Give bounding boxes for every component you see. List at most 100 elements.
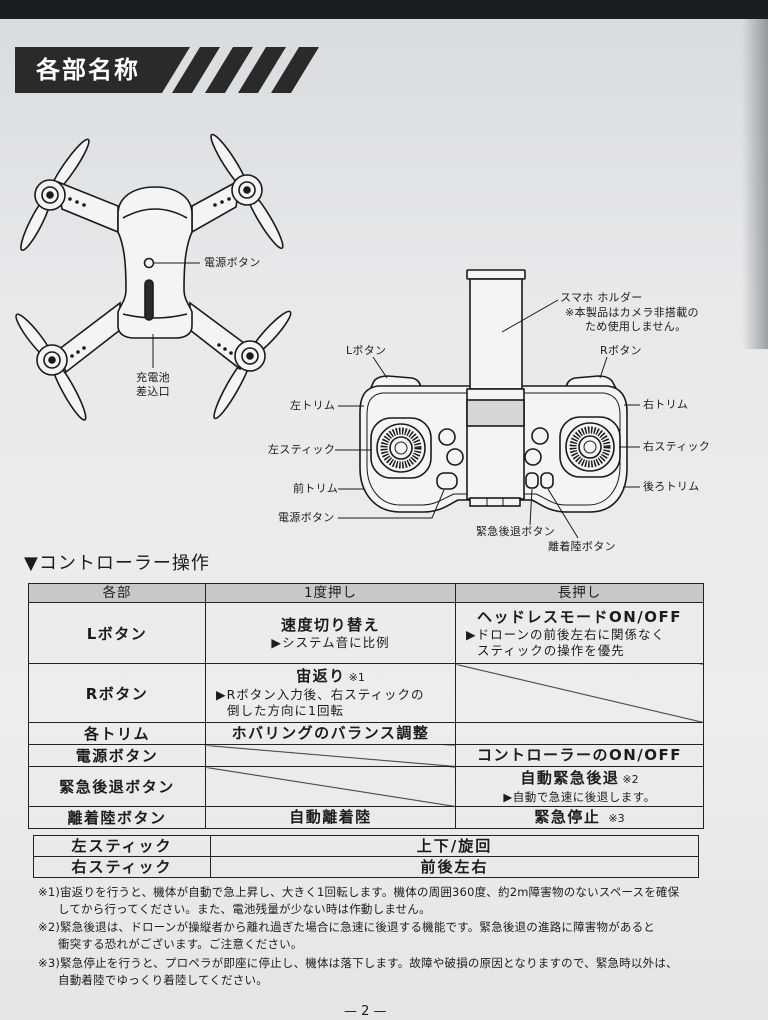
phone-holder-note: ※本製品はカメラ非搭載の	[565, 306, 699, 319]
header-short-press: 1度押し	[205, 583, 456, 603]
motor-pod	[234, 340, 266, 372]
row-label: 電源ボタン	[28, 744, 206, 767]
not-applicable-cell	[205, 766, 456, 807]
page-title: 各部名称	[36, 56, 140, 84]
cell-note: ▶ドローンの前後左右に関係なく	[466, 626, 665, 642]
cell-main: 自動緊急後退※2	[520, 768, 639, 787]
table-row: 右スティック 前後左右	[33, 856, 699, 878]
cell-note: ▶Rボタン入力後、右スティックの	[216, 687, 425, 702]
phone-holder-label: スマホ ホルダー	[560, 291, 643, 304]
long-press-cell: 自動緊急後退※2 ▶自動で急速に後退します。	[455, 766, 704, 807]
cell-main: 緊急停止※3	[534, 807, 625, 826]
cell-main: コントローラーのON/OFF	[476, 746, 683, 764]
row-label: 右スティック	[33, 856, 211, 878]
l-button-label: Lボタン	[346, 344, 387, 357]
stick-function: 前後左右	[210, 856, 699, 878]
diagram-artwork	[15, 47, 640, 539]
battery-slot-label: 差込口	[136, 385, 170, 398]
takeoff-landing-button-label: 離着陸ボタン	[548, 540, 616, 553]
battery-slot	[144, 279, 154, 321]
cell-note: スティックの操作を優先	[477, 642, 625, 658]
banner-stripe	[205, 47, 253, 93]
footnote-line: 衝突する恐れがございます。ご注意ください。	[58, 937, 303, 951]
cell-note: ▶自動で急速に後退します。	[503, 789, 656, 804]
footnote-ref: ※2	[622, 772, 639, 786]
controller-diagram	[335, 269, 640, 539]
drone-arm	[57, 180, 119, 234]
table-row: 離着陸ボタン 自動離着陸 緊急停止※3	[28, 806, 704, 829]
header-part: 各部	[28, 583, 206, 603]
header-long-press: 長押し	[455, 583, 704, 603]
emergency-back-button-label: 緊急後退ボタン	[476, 525, 556, 538]
table-row: 左スティック 上下/旋回	[33, 835, 699, 857]
short-press-cell: 速度切り替え ▶システム音に比例	[205, 602, 456, 664]
row-label: 各トリム	[28, 722, 206, 745]
front-trim-button	[446, 448, 464, 466]
phone-holder-cap	[466, 269, 526, 280]
phone-holder-arm	[469, 278, 523, 390]
not-applicable-cell	[205, 744, 456, 767]
footnote: ※2)緊急後退は、ドローンが操縦者から離れ過ぎた場合に急速に後退する機能です。緊…	[38, 919, 750, 953]
long-press-cell: 緊急停止※3	[455, 806, 704, 829]
left-trim-label: 左トリム	[290, 399, 336, 412]
motor-pod	[36, 344, 68, 376]
controller-power-button-label: 電源ボタン	[278, 511, 335, 524]
cell-note: ▶システム音に比例	[271, 634, 390, 650]
short-press-cell: ホバリングのバランス調整	[205, 722, 456, 745]
table-header-row: 各部 1度押し 長押し	[28, 583, 704, 603]
footnote-line: ※3)緊急停止を行うと、プロペラが即座に停止し、機体は落下します。故障や破損の原…	[38, 956, 678, 970]
banner-stripe	[271, 47, 319, 93]
table-row: Rボタン 宙返り※1 ▶Rボタン入力後、右スティックの 倒した方向に1回転	[28, 663, 704, 723]
controller-operations-table: 各部 1度押し 長押し Lボタン 速度切り替え ▶システム音に比例 ヘッドレスモ…	[28, 583, 704, 829]
cell-main: 速度切り替え	[280, 615, 380, 634]
footnote-ref: ※1	[348, 671, 365, 684]
footnote-line: ※1)宙返りを行うと、機体が自動で急上昇し、大きく1回転します。機体の周囲360…	[38, 885, 680, 899]
row-label: Lボタン	[28, 602, 206, 664]
drone-power-button-label: 電源ボタン	[204, 256, 261, 269]
motor-pod	[231, 174, 263, 206]
footnote: ※1)宙返りを行うと、機体が自動で急上昇し、大きく1回転します。機体の周囲360…	[38, 884, 750, 918]
row-label: 離着陸ボタン	[28, 806, 206, 829]
long-press-cell: ヘッドレスモードON/OFF ▶ドローンの前後左右に関係なく スティックの操作を…	[455, 602, 704, 664]
short-press-cell: 自動離着陸	[205, 806, 456, 829]
emergency-back-button	[525, 472, 539, 489]
right-stick-label: 右スティック	[643, 440, 711, 453]
row-label: 緊急後退ボタン	[28, 766, 206, 807]
drone-power-button	[143, 257, 155, 269]
cell-main: 宙返り※1	[296, 667, 365, 685]
table-row: 電源ボタン コントローラーのON/OFF	[28, 744, 704, 767]
sticks-table: 左スティック 上下/旋回 右スティック 前後左右	[33, 835, 699, 878]
long-press-cell: コントローラーのON/OFF	[455, 744, 704, 767]
footnote-line: 自動着陸でゆっくり着陸してください。	[58, 973, 268, 987]
drone-diagram	[15, 133, 292, 421]
footnote-line: してから行ってください。また、電池残量が少ない時は作動しません。	[58, 902, 431, 916]
rear-trim-button	[524, 448, 542, 466]
footnote-line: ※2)緊急後退は、ドローンが操縦者から離れ過ぎた場合に急速に後退する機能です。緊…	[38, 920, 656, 934]
phone-holder-note: ため使用しません。	[585, 320, 687, 333]
cell-main: ヘッドレスモードON/OFF	[476, 607, 683, 626]
banner-stripe	[238, 47, 286, 93]
table-row: Lボタン 速度切り替え ▶システム音に比例 ヘッドレスモードON/OFF ▶ドロ…	[28, 602, 704, 664]
table-row: 緊急後退ボタン 自動緊急後退※2 ▶自動で急速に後退します。	[28, 766, 704, 807]
motor-pod	[34, 179, 66, 211]
cell-main: 自動離着陸	[289, 808, 372, 826]
not-applicable-cell	[455, 663, 704, 723]
section-banner	[15, 47, 319, 93]
right-trim-label: 右トリム	[643, 398, 689, 411]
front-trim-label: 前トリム	[293, 482, 339, 495]
cell-note: 倒した方向に1回転	[227, 703, 344, 718]
arm-vents	[68, 197, 233, 358]
table-row: 各トリム ホバリングのバランス調整	[28, 722, 704, 745]
section-title: ▼コントローラー操作	[24, 553, 210, 574]
right-trim-button	[531, 427, 549, 445]
row-label: Rボタン	[28, 663, 206, 723]
footnote-ref: ※3	[608, 811, 625, 825]
takeoff-landing-button	[540, 472, 554, 489]
r-button-label: Rボタン	[600, 344, 642, 357]
stick-function: 上下/旋回	[210, 835, 699, 857]
leader-lines	[335, 299, 640, 539]
left-trim-button	[438, 428, 456, 446]
cell-main: ホバリングのバランス調整	[231, 724, 430, 742]
row-label: 左スティック	[33, 835, 211, 857]
